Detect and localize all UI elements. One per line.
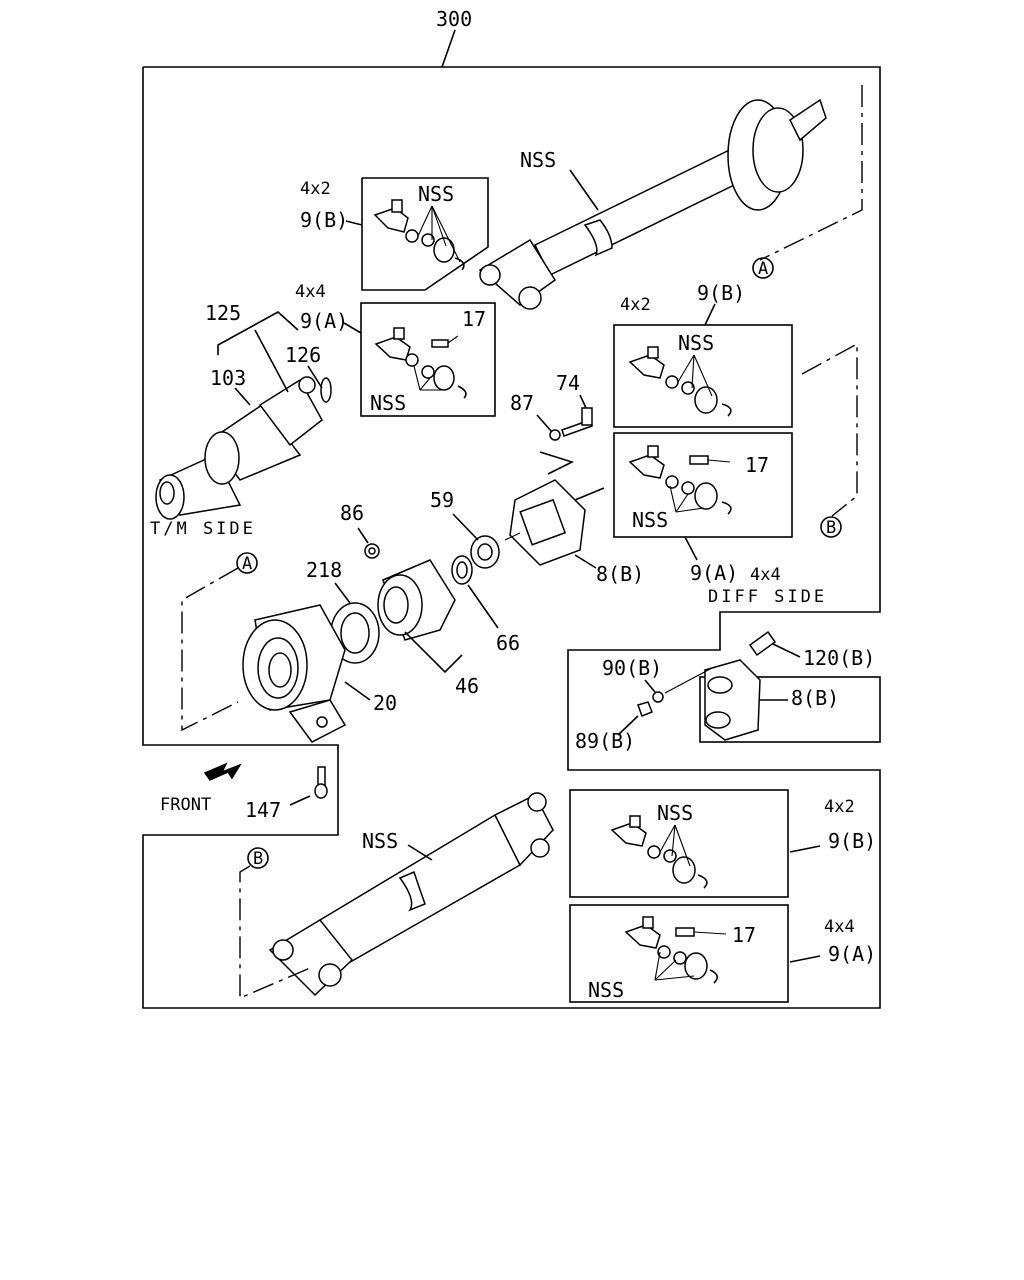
nss-label-lower-4x4: NSS xyxy=(588,978,624,1002)
bolt-147-label: 147 xyxy=(245,798,281,822)
yoke-125-label: 125 xyxy=(205,301,241,325)
config-4x2-lower: 4x2 xyxy=(824,797,855,817)
ref-a-right: A xyxy=(758,259,768,279)
support-20-label: 20 xyxy=(373,691,397,715)
front-note: FRONT xyxy=(160,795,211,815)
front-propeller-shaft xyxy=(268,792,554,997)
config-4x4-right: 4x4 xyxy=(750,565,781,585)
grease-fitting-17-right: 17 xyxy=(745,453,769,477)
washer-66-label: 66 xyxy=(496,631,520,655)
slip-yoke-assembly xyxy=(155,376,332,520)
assembly-frame xyxy=(142,29,881,1009)
ujoint-9b-right: 9(B) xyxy=(697,281,745,305)
bolt-120b-label: 120(B) xyxy=(803,646,875,670)
ujoint-9a-upper: 9(A) xyxy=(300,309,348,333)
rear-propeller-shaft xyxy=(478,98,827,310)
sleeve-103-label: 103 xyxy=(210,366,246,390)
ujoint-9b-lower: 9(B) xyxy=(828,829,876,853)
nss-label-right-4x2: NSS xyxy=(678,331,714,355)
config-4x2-upper: 4x2 xyxy=(300,179,331,199)
config-4x2-right: 4x2 xyxy=(620,295,651,315)
grease-fitting-17-upper: 17 xyxy=(462,307,486,331)
ref-a-left: A xyxy=(242,554,252,574)
nss-label-4x4-upper: NSS xyxy=(370,391,406,415)
grease-fitting-17-lower: 17 xyxy=(732,923,756,947)
ujoint-kit-box-upper-4x2 xyxy=(361,177,489,291)
diff-side-note: DIFF SIDE xyxy=(708,587,827,607)
center-bearing-group xyxy=(330,407,593,664)
flange-detail-box xyxy=(637,630,881,743)
nss-label-right-4x4: NSS xyxy=(632,508,668,532)
nut-86-label: 86 xyxy=(340,501,364,525)
ujoint-kit-box-lower-4x2 xyxy=(569,789,789,898)
nss-label-upper-kit: NSS xyxy=(418,182,454,206)
bolt-74-label: 74 xyxy=(556,371,580,395)
ref-b-left: B xyxy=(253,849,263,869)
nss-label-rear-shaft: NSS xyxy=(520,148,556,172)
washer-87-label: 87 xyxy=(510,391,534,415)
config-4x4-lower: 4x4 xyxy=(824,917,855,937)
tm-side-note: T/M SIDE xyxy=(150,519,256,539)
ujoint-kit-box-right-4x4 xyxy=(613,432,793,538)
ujoint-kit-box-right-4x2 xyxy=(613,324,793,428)
ujoint-9a-lower: 9(A) xyxy=(828,942,876,966)
snap-ring-126-label: 126 xyxy=(285,343,321,367)
shim-218-label: 218 xyxy=(306,558,342,582)
nss-label-lower-4x2: NSS xyxy=(657,801,693,825)
center-support-bearing xyxy=(242,604,347,743)
ujoint-9a-right: 9(A) xyxy=(690,561,738,585)
nss-label-front-shaft: NSS xyxy=(362,829,398,853)
flange-8b-detail-label: 8(B) xyxy=(791,686,839,710)
config-4x4-upper: 4x4 xyxy=(295,282,326,302)
assembly-number: 300 xyxy=(436,7,472,31)
ujoint-9b-upper: 9(B) xyxy=(300,208,348,232)
washer-90b-label: 90(B) xyxy=(602,656,662,680)
ujoint-kit-box-4x4-upper xyxy=(360,302,496,417)
nut-89b-label: 89(B) xyxy=(575,729,635,753)
flange-8b-center-label: 8(B) xyxy=(596,562,644,586)
bearing-46-label: 46 xyxy=(455,674,479,698)
bushing-59-label: 59 xyxy=(430,488,454,512)
ref-b-right: B xyxy=(826,518,836,538)
front-direction-box xyxy=(203,762,328,799)
ujoint-kit-box-lower-4x4 xyxy=(569,904,789,1003)
